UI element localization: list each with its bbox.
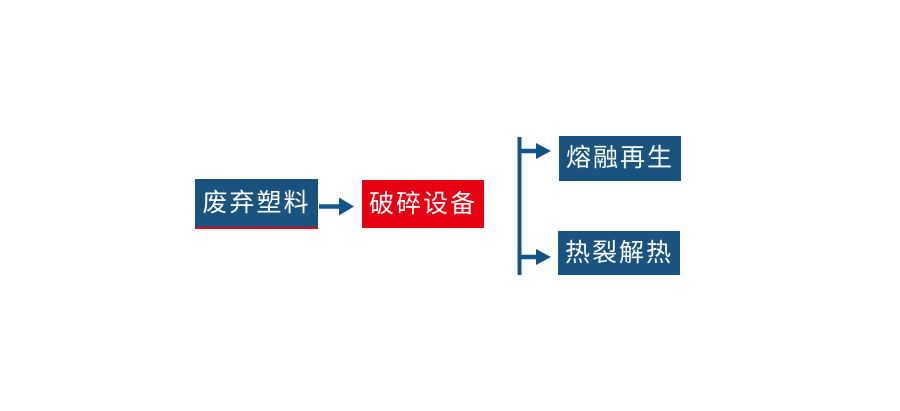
arrow-right-icon-svg [319,197,354,216]
node-pyrolysis-heat: 热裂解热 [558,231,680,275]
branch-bottom-arrow-head [536,249,551,265]
node-pyrolysis-heat-label: 热裂解热 [564,238,673,267]
node-waste-plastic-label: 废弃塑料 [202,188,311,217]
arrow-right-icon [318,195,356,218]
node-crushing-equipment: 破碎设备 [362,180,484,228]
node-melt-regeneration: 熔融再生 [559,136,681,181]
split-two-arrows-icon [515,135,555,277]
node-crushing-equipment-label: 破碎设备 [368,189,477,218]
node-waste-plastic: 废弃塑料 [195,179,318,229]
split-two-arrows-icon-svg [517,137,551,275]
branch-top-arrow-head [536,143,551,159]
node-melt-regeneration-label: 熔融再生 [565,144,674,172]
arrow-head [339,197,354,216]
